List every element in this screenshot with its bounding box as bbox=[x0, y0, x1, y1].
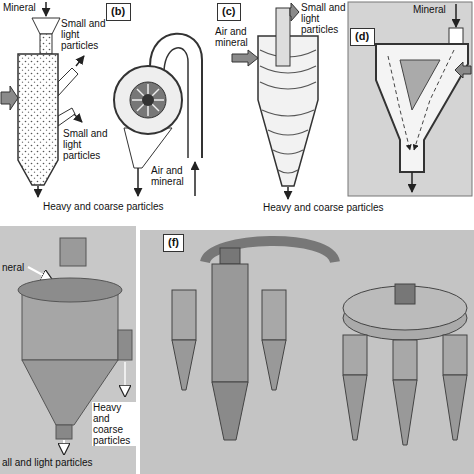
rotary-classifier-part bbox=[132, 84, 164, 116]
industrial-classifier-photo-part bbox=[212, 264, 248, 382]
deflector-classifier-part bbox=[388, 56, 410, 150]
flow-label: Small and light particles bbox=[300, 2, 348, 35]
panel-letter: (c) bbox=[222, 5, 236, 18]
classifier-photo-part bbox=[60, 238, 86, 266]
gravitational-classifier-part bbox=[1, 86, 18, 110]
panel-letter: (f) bbox=[168, 236, 179, 249]
gravitational-classifier-part bbox=[18, 54, 58, 185]
classifier-photo-part bbox=[124, 362, 126, 396]
cyclone-classifier-part-part bbox=[273, 150, 303, 154]
industrial-classifier-photo-part bbox=[172, 290, 196, 340]
panel-label: (b) bbox=[106, 3, 131, 21]
panel-label: (f) bbox=[163, 234, 184, 252]
industrial-classifier-photo-part bbox=[393, 380, 417, 445]
cyclone-classifier-part bbox=[276, 8, 290, 66]
deflector-classifier-part bbox=[348, 2, 472, 196]
deflector-classifier-part bbox=[411, 172, 413, 192]
gravitational-classifier-part bbox=[40, 34, 52, 54]
panel-letter: (b) bbox=[111, 5, 126, 18]
cyclone-classifier-part-part bbox=[260, 66, 316, 73]
classifier-photo-part bbox=[56, 425, 72, 439]
panel-label: (c) bbox=[217, 3, 241, 21]
rotary-classifier-part bbox=[194, 162, 196, 196]
rotary-classifier-part bbox=[114, 66, 182, 134]
flow-label: Small and light particles bbox=[62, 128, 112, 161]
rotary-classifier-part-part bbox=[137, 89, 159, 111]
flow-label: Heavy and coarse particles bbox=[262, 202, 385, 213]
flow-label: neral bbox=[1, 262, 25, 273]
classifier-photo bbox=[0, 226, 136, 474]
rotary-classifier bbox=[114, 34, 202, 196]
flow-label: all and light particles bbox=[1, 457, 94, 468]
industrial-classifier-photo-part bbox=[262, 290, 286, 340]
rotary-classifier-part bbox=[142, 94, 154, 106]
cyclone-classifier-part bbox=[260, 50, 316, 173]
industrial-classifier-photo-part bbox=[343, 335, 367, 375]
flow-label: Mineral bbox=[412, 4, 447, 15]
industrial-classifier-photo-part bbox=[343, 375, 367, 440]
cyclone-classifier-part-part bbox=[260, 82, 316, 89]
industrial-classifier-photo-part bbox=[172, 340, 196, 390]
deflector-classifier-part bbox=[414, 50, 454, 150]
gravitational-classifier-part bbox=[76, 56, 84, 66]
gravitational-classifier-part bbox=[32, 18, 60, 34]
industrial-classifier-photo bbox=[140, 230, 474, 474]
gravitational-classifier-part bbox=[58, 108, 75, 126]
cyclone-classifier-part-part bbox=[268, 130, 308, 135]
cyclone-classifier-part-part bbox=[262, 110, 314, 116]
rotary-classifier-part bbox=[130, 82, 166, 118]
flow-label: Heavy and coarse particles bbox=[92, 402, 136, 446]
flow-label: Mineral bbox=[2, 2, 37, 13]
flow-label: Air and mineral bbox=[150, 165, 192, 187]
panel-label: (d) bbox=[350, 28, 375, 46]
industrial-classifier-photo-part bbox=[262, 340, 286, 390]
industrial-classifier-photo-part bbox=[443, 375, 467, 440]
flow-label: Small and light particles bbox=[60, 18, 110, 51]
rotary-classifier-part-part bbox=[137, 89, 159, 111]
cyclone-classifier-part bbox=[287, 187, 289, 199]
flow-label: Air and mineral bbox=[214, 26, 258, 48]
classifier-photo-part bbox=[118, 330, 132, 360]
panel-letter: (d) bbox=[355, 30, 370, 43]
classifier-photo-part bbox=[0, 226, 136, 474]
industrial-classifier-photo-part bbox=[443, 335, 467, 375]
gravitational-classifier-part bbox=[74, 114, 82, 122]
industrial-classifier-photo-part bbox=[393, 340, 417, 380]
deflector-classifier-part bbox=[455, 62, 471, 78]
gravitational-classifier-part bbox=[37, 186, 39, 197]
deflector-classifier-part bbox=[449, 28, 463, 44]
deflector-classifier-part bbox=[455, 4, 457, 27]
deflector-classifier-part bbox=[376, 44, 468, 172]
industrial-classifier-photo-part bbox=[395, 284, 415, 304]
classifier-photo-part bbox=[18, 278, 122, 302]
classifier-photo-part bbox=[28, 267, 52, 280]
gravitational-classifier-part bbox=[58, 68, 78, 96]
flow-label: Heavy and coarse particles bbox=[42, 201, 165, 212]
industrial-classifier-photo-part bbox=[140, 230, 474, 474]
cyclone-classifier-part bbox=[290, 3, 299, 21]
cyclone-classifier-part-part bbox=[278, 170, 298, 173]
classifier-photo-part bbox=[63, 440, 65, 454]
cyclone-classifier-part bbox=[232, 50, 258, 66]
deflector-classifier-part bbox=[400, 60, 440, 110]
gravitational-classifier-part bbox=[45, 2, 47, 16]
industrial-classifier-photo-part bbox=[212, 382, 248, 440]
deflector-classifier bbox=[348, 2, 472, 196]
rotary-classifier-part bbox=[137, 168, 139, 196]
industrial-classifier-photo-part bbox=[220, 248, 240, 264]
